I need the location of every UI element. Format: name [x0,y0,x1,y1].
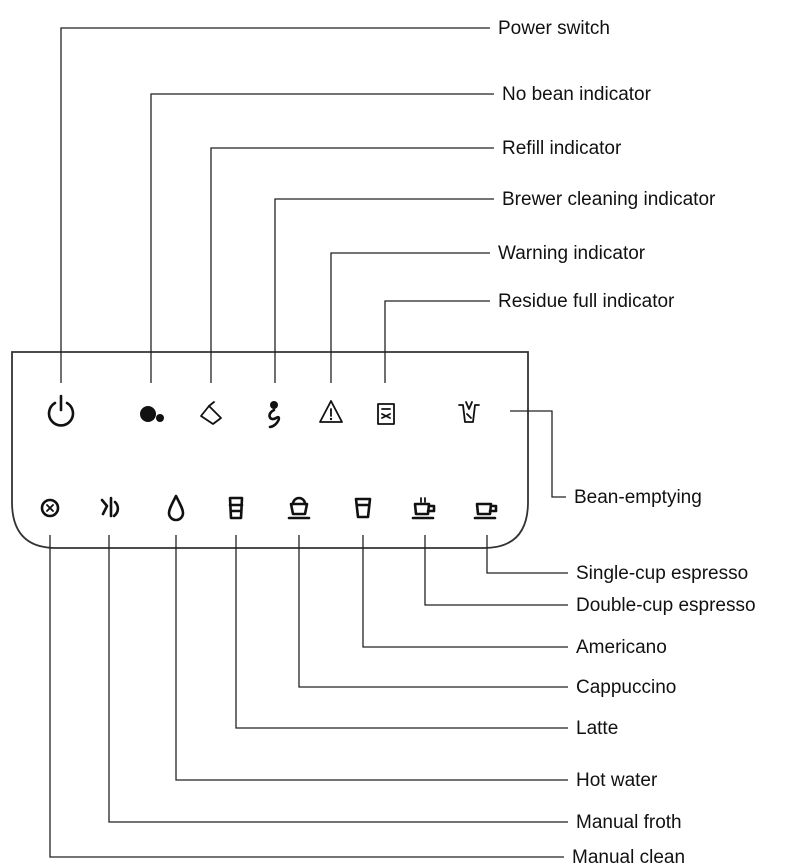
leader-line-cappuccino [298,535,568,688]
leader-line-manual-froth [108,535,568,823]
label-americano: Americano [576,637,667,658]
latte-glass-icon[interactable] [228,496,244,520]
label-hot-water: Hot water [576,770,658,791]
label-warning-indicator: Warning indicator [498,243,646,264]
leader-line-power [60,27,490,383]
leader-line-bean-emptying [510,410,566,498]
clean-cycle-icon[interactable] [40,498,60,518]
label-bean-emptying: Bean-emptying [574,487,702,508]
leader-line-americano [362,535,568,648]
leader-line-double-espresso [424,535,568,606]
leader-line-hot-water [175,535,568,781]
double-espresso-icon[interactable] [411,497,436,520]
leader-line-refill [210,147,494,383]
residue-bin-icon[interactable] [377,403,395,425]
leader-line-single-espresso [486,535,568,574]
americano-cup-icon[interactable] [354,497,372,519]
label-residue-full-indicator: Residue full indicator [498,291,675,312]
label-latte: Latte [576,718,618,739]
label-brewer-cleaning-indicator: Brewer cleaning indicator [502,189,716,210]
label-single-cup-espresso: Single-cup espresso [576,563,748,584]
label-manual-froth: Manual froth [576,812,682,833]
label-manual-clean: Manual clean [572,847,685,868]
control-panel-outline [11,351,529,549]
label-no-bean-indicator: No bean indicator [502,84,652,105]
leader-line-residue-full [384,300,490,383]
leader-line-warning [330,252,490,383]
water-tank-icon[interactable] [200,401,222,425]
leader-line-brewer-cleaning [274,198,494,383]
warning-triangle-icon[interactable] [319,400,343,423]
steam-wand-icon[interactable] [100,496,120,518]
leader-line-latte [235,535,568,729]
brewer-icon[interactable] [268,401,281,429]
label-cappuccino: Cappuccino [576,677,676,698]
bean-hopper-icon[interactable] [458,401,480,423]
single-espresso-icon[interactable] [473,502,498,520]
leader-line-manual-clean [49,535,564,858]
leader-line-no-bean [150,93,494,383]
cappuccino-cup-icon[interactable] [287,496,311,520]
power-icon[interactable] [47,394,75,427]
label-power-switch: Power switch [498,18,610,39]
water-drop-icon[interactable] [167,494,185,522]
label-refill-indicator: Refill indicator [502,138,622,159]
label-double-cup-espresso: Double-cup espresso [576,595,756,616]
coffee-bean-icon[interactable] [140,406,164,422]
